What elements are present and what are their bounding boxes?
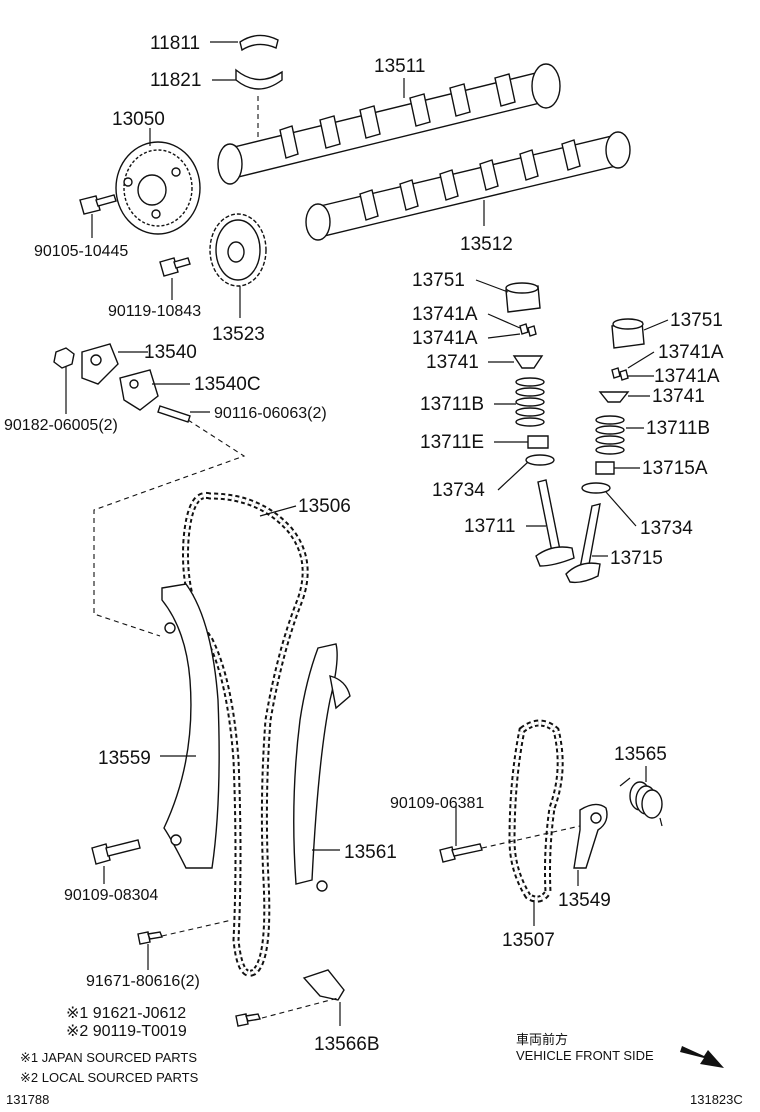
label-13559: 13559 — [98, 748, 151, 769]
label-13711e: 13711E — [420, 432, 484, 453]
stud-90116-06063 — [157, 405, 191, 423]
bolt-90105-10445 — [79, 194, 117, 215]
bolt-91621-j0612 — [235, 1013, 261, 1027]
label-13751-left: 13751 — [412, 270, 465, 291]
valve-lifter-13751-left — [505, 282, 541, 313]
timing-chain-13506 — [182, 491, 309, 977]
label-91621-j0612: ※1 91621-J0612 — [66, 1005, 186, 1022]
label-13734-right: 13734 — [640, 518, 693, 539]
label-90182-06005: 90182-06005(2) — [4, 417, 118, 434]
label-13540: 13540 — [144, 342, 197, 363]
label-13549: 13549 — [558, 890, 611, 911]
label-13741-right: 13741 — [652, 386, 705, 407]
tensioner-arm-13549 — [573, 803, 608, 869]
chain-guide-13559 — [161, 583, 220, 869]
label-13565: 13565 — [614, 744, 667, 765]
label-11811: 11811 — [150, 33, 200, 54]
label-13711b-right: 13711B — [646, 418, 710, 439]
nut-90182-06005 — [53, 347, 75, 369]
label-13741a-left-1: 13741A — [412, 304, 478, 325]
label-91671-80616: 91671-80616(2) — [86, 973, 200, 990]
label-13561: 13561 — [344, 842, 397, 863]
label-13050: 13050 — [112, 109, 165, 130]
chain-guide-13561 — [293, 643, 351, 892]
label-13715a: 13715A — [642, 458, 708, 479]
label-90116-06063: 90116-06063(2) — [214, 405, 327, 422]
valve-lifter-13751-right — [611, 318, 645, 349]
bearing-upper-11811 — [239, 34, 279, 52]
label-13741a-right-1: 13741A — [658, 342, 724, 363]
label-13715: 13715 — [610, 548, 663, 569]
label-13506: 13506 — [298, 496, 351, 517]
label-13741a-left-2: 13741A — [412, 328, 478, 349]
spring-13711b-left — [515, 377, 545, 427]
oil-pump-chain-13507 — [508, 719, 564, 903]
reference-code: 131788 — [6, 1092, 49, 1107]
label-13566b: 13566B — [314, 1034, 380, 1055]
label-13751-right: 13751 — [670, 310, 723, 331]
keepers-13741a-left — [519, 323, 537, 337]
label-90119-10843: 90119-10843 — [108, 303, 201, 320]
bolt-91671-80616 — [137, 931, 163, 945]
direction-label-en: VEHICLE FRONT SIDE — [516, 1048, 654, 1063]
valve-13715 — [565, 503, 601, 584]
spring-13711b-right — [595, 415, 625, 455]
spring-13565 — [619, 777, 663, 827]
label-13741a-right-2: 13741A — [654, 366, 720, 387]
seal-13715a — [595, 461, 615, 475]
label-13511: 13511 — [374, 56, 425, 77]
label-13741-left: 13741 — [426, 352, 479, 373]
label-13540c: 13540C — [194, 374, 261, 395]
bolt-90119-10843 — [159, 257, 191, 277]
bracket-13566b — [302, 969, 345, 1001]
retainer-13741-right — [598, 391, 630, 403]
seat-13734-left — [525, 454, 555, 466]
label-90109-08304: 90109-08304 — [64, 887, 158, 904]
camshaft-13511 — [217, 63, 561, 185]
vvt-gear-13050 — [115, 141, 201, 235]
label-11821: 11821 — [150, 70, 201, 91]
bolt-90109-06381 — [439, 843, 483, 863]
label-13512: 13512 — [460, 234, 513, 255]
note-japan-sourced: ※1 JAPAN SOURCED PARTS — [20, 1050, 197, 1065]
seat-13734-right — [581, 482, 611, 494]
note-local-sourced: ※2 LOCAL SOURCED PARTS — [20, 1070, 199, 1085]
label-90109-06381: 90109-06381 — [390, 795, 484, 812]
bearing-lower-11821 — [235, 68, 283, 90]
label-13507: 13507 — [502, 930, 555, 951]
retainer-13741-left — [512, 355, 544, 369]
tensioner-13540 — [81, 343, 119, 385]
label-90119-t0019: ※2 90119-T0019 — [66, 1023, 187, 1040]
sprocket-13523 — [209, 213, 267, 287]
vehicle-front-arrow-icon — [680, 1046, 724, 1068]
label-13734-left: 13734 — [432, 480, 485, 501]
valve-13711 — [535, 479, 575, 567]
bolt-90109-08304 — [91, 839, 141, 865]
label-13523: 13523 — [212, 324, 265, 345]
label-13711: 13711 — [464, 516, 515, 537]
label-90105-10445: 90105-10445 — [34, 243, 128, 260]
label-13711b-left: 13711B — [420, 394, 484, 415]
diagram-id: 131823C — [690, 1092, 743, 1107]
direction-label-jp: 車両前方 — [516, 1032, 568, 1047]
gasket-13540c — [119, 369, 159, 411]
keepers-13741a-right — [611, 367, 629, 381]
camshaft-13512 — [305, 131, 631, 241]
seal-13711e — [527, 435, 549, 449]
